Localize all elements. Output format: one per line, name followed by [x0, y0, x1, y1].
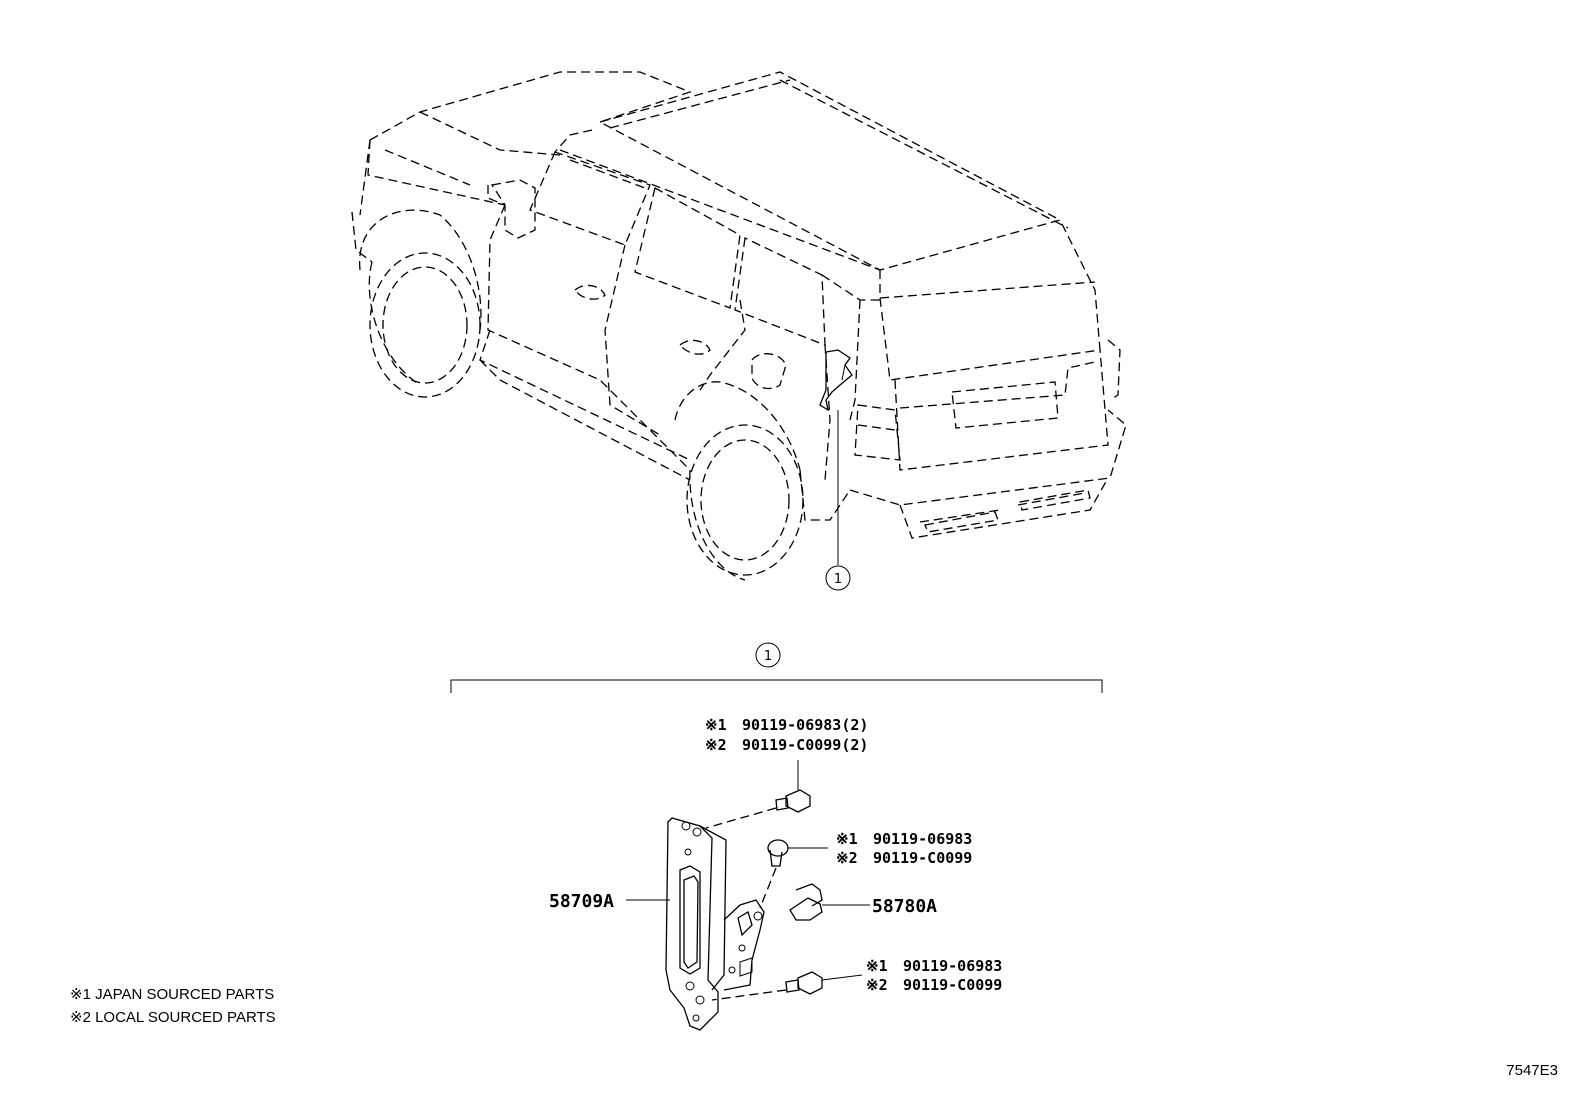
- exploded-parts: [626, 760, 870, 1031]
- clip-58780a-drawing: [789, 883, 870, 921]
- group-bracket: 1: [450, 642, 1103, 693]
- group-callout-number: 1: [764, 649, 772, 664]
- bolt-mid-part-1: 90119-06983: [873, 830, 972, 848]
- note-local-sourced: ※2 LOCAL SOURCED PARTS: [70, 1009, 276, 1026]
- bolt-bottom-mark-2: ※2: [866, 976, 888, 994]
- drawing-code: 7547E3: [1506, 1062, 1558, 1079]
- bolt-top-mark-2: ※2: [705, 736, 727, 754]
- vehicle-outline: 1: [351, 71, 1127, 591]
- bolt-mid-mark-1: ※1: [836, 830, 858, 848]
- bolt-bottom-drawing: [711, 971, 863, 1001]
- bracket-58709a-drawing: [626, 817, 765, 1031]
- bolt-mid-mark-2: ※2: [836, 849, 858, 867]
- note-japan-sourced: ※1 JAPAN SOURCED PARTS: [70, 986, 274, 1003]
- bolt-bottom-mark-1: ※1: [866, 957, 888, 975]
- clip-part-number: 58780A: [872, 896, 937, 917]
- bolt-top-mark-1: ※1: [705, 716, 727, 734]
- bolt-bottom-part-2: 90119-C0099: [903, 976, 1002, 994]
- bolt-top-part-1: 90119-06983(2): [742, 716, 868, 734]
- bolt-top-part-2: 90119-C0099(2): [742, 736, 868, 754]
- bolt-bottom-part-1: 90119-06983: [903, 957, 1002, 975]
- bolt-mid-part-2: 90119-C0099: [873, 849, 972, 867]
- bracket-part-number: 58709A: [549, 891, 614, 912]
- top-callout-number: 1: [834, 572, 842, 587]
- bolt-top-drawing: [705, 760, 811, 829]
- bolt-mid-drawing: [759, 839, 828, 909]
